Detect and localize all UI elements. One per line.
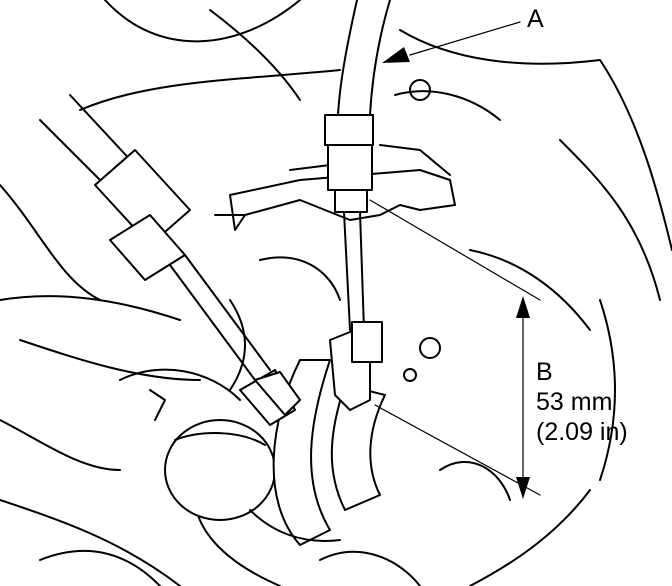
round-boss (164, 419, 276, 521)
leader-a-arrowhead (382, 47, 410, 63)
dimension-arrow-bottom (516, 477, 530, 499)
left-cable (39, 94, 301, 426)
label-b-in: (2.09 in) (536, 418, 628, 446)
dimension-b (369, 199, 541, 499)
label-b-mm: 53 mm (536, 388, 612, 416)
label-b: B (536, 358, 553, 386)
dimension-arrow-top (516, 296, 530, 318)
cable-a (324, 0, 391, 411)
label-a: A (527, 5, 544, 33)
leader-a (382, 21, 521, 63)
